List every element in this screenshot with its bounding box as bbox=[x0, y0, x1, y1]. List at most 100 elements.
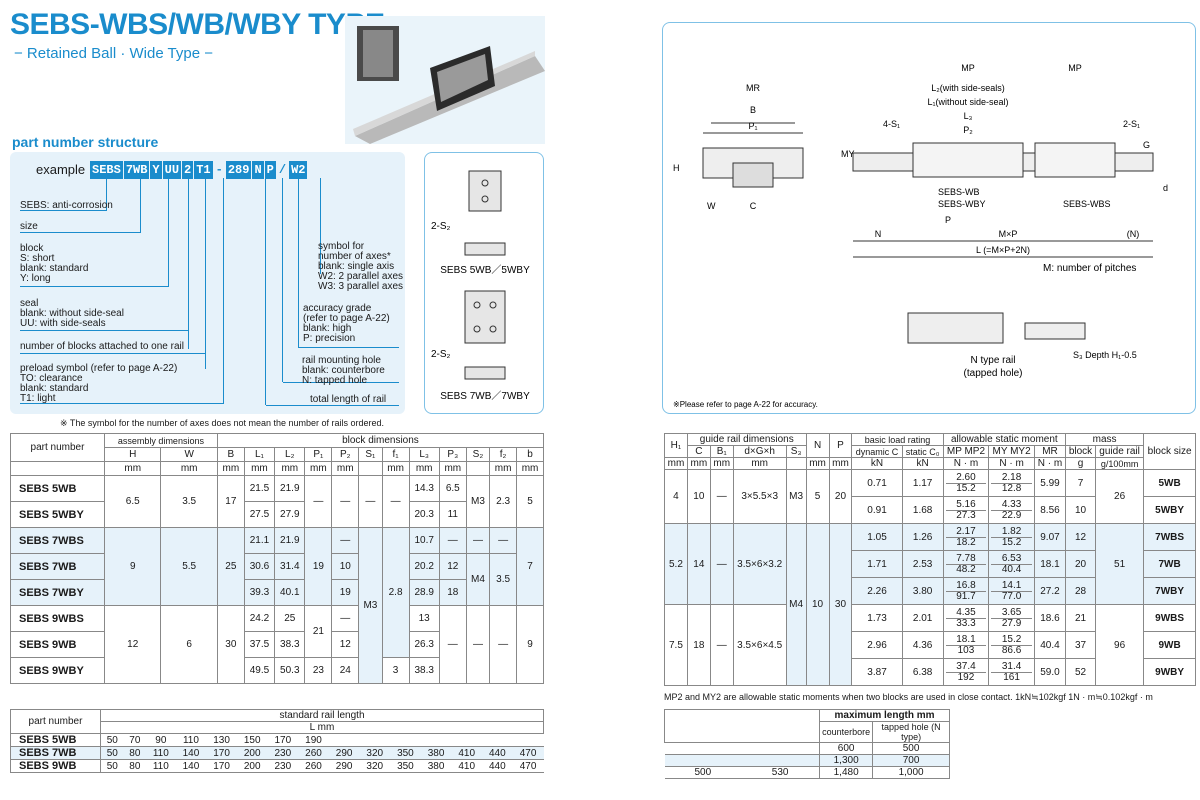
col-load-rating: basic load rating bbox=[851, 433, 944, 446]
cell: 140 bbox=[175, 759, 207, 773]
col-p: P bbox=[828, 433, 853, 458]
cell: 5.99 bbox=[1033, 469, 1067, 497]
cell: 140 bbox=[175, 746, 207, 760]
cell: — bbox=[381, 475, 410, 528]
dim-p1: P₁ bbox=[748, 121, 757, 131]
cell: 230 bbox=[267, 759, 299, 773]
cell: 13 bbox=[408, 605, 440, 632]
accuracy-note: ※Please refer to page A-22 for accuracy. bbox=[673, 400, 818, 409]
mp2-value: 48.2 bbox=[956, 563, 976, 575]
mp-value: 2.17 bbox=[945, 526, 987, 538]
label-seal-uu: UU: with side-seals bbox=[20, 318, 106, 329]
mp-value: 18.1 bbox=[945, 634, 987, 646]
dim-h: H bbox=[673, 163, 680, 173]
cell: 3.5×6×3.2 bbox=[732, 523, 787, 605]
label-sebs-wb: SEBS-WB bbox=[938, 187, 980, 197]
cell: 2.96 bbox=[851, 631, 903, 659]
mp2-value: 18.2 bbox=[956, 536, 976, 548]
unit-cell: mm bbox=[664, 457, 688, 470]
cell: 50.3 bbox=[274, 657, 306, 684]
cell: 470 bbox=[512, 759, 544, 773]
cell: 230 bbox=[267, 746, 299, 760]
label-axes: symbol for bbox=[318, 241, 365, 252]
cell: 27.2 bbox=[1033, 577, 1067, 605]
cell: 49.5 bbox=[243, 657, 276, 684]
cell: 200 bbox=[236, 746, 268, 760]
cell: 40.4 bbox=[1033, 631, 1067, 659]
dim-l1: L₁(without side-seal) bbox=[927, 97, 1008, 107]
cell: 1.17 bbox=[901, 469, 944, 497]
cell: 380 bbox=[420, 759, 452, 773]
cell: 18.6 bbox=[1033, 604, 1067, 632]
col-part-number: part number bbox=[10, 709, 101, 734]
col-mass-block: block bbox=[1065, 445, 1096, 458]
label-block: block bbox=[20, 243, 44, 254]
table-row: SEBS 5WBY bbox=[10, 501, 105, 528]
cell: 8.56 bbox=[1033, 496, 1067, 524]
mp2-value: 33.3 bbox=[956, 617, 976, 629]
code-segment: N bbox=[252, 161, 264, 179]
unit-cell: mm bbox=[805, 457, 830, 470]
col-my: MY MY2 bbox=[988, 445, 1035, 458]
unit-cell: mm bbox=[686, 457, 711, 470]
unit-cell: g bbox=[1065, 457, 1096, 470]
cell: 200 bbox=[236, 759, 268, 773]
dim-n: N bbox=[875, 229, 882, 239]
cell: 37 bbox=[1065, 631, 1096, 659]
col-mass-rail: guide rail bbox=[1094, 445, 1145, 458]
cell: — bbox=[304, 475, 333, 528]
cell: — bbox=[331, 475, 360, 528]
cell: 50 bbox=[100, 746, 124, 760]
cell: 80 bbox=[123, 759, 147, 773]
cell: 39.3 bbox=[243, 579, 276, 606]
dimension-drawing: MR B P₁ C W H MY MP MP L₂(with side-seal… bbox=[673, 63, 1168, 409]
cell: 9 bbox=[516, 605, 544, 684]
dim-b: B bbox=[750, 105, 756, 115]
unit-cell: mm bbox=[103, 461, 162, 476]
block-dimensions-table: part number assembly dimensions block di… bbox=[10, 433, 545, 684]
label-block-s: S: short bbox=[20, 253, 55, 264]
col-b: B bbox=[216, 447, 245, 462]
col-part-number: part number bbox=[10, 433, 105, 462]
my-value: 14.1 bbox=[991, 580, 1032, 592]
dim-my: MY bbox=[841, 149, 855, 159]
col-s2: S₂ bbox=[465, 447, 491, 462]
cell: 20.2 bbox=[408, 553, 440, 580]
label-num-blocks: number of blocks attached to one rail bbox=[20, 341, 184, 352]
cell: — bbox=[489, 527, 518, 554]
my-value: 2.18 bbox=[991, 472, 1032, 484]
block-size-cell: 5WB bbox=[1143, 469, 1196, 497]
label-mount: rail mounting hole bbox=[302, 355, 381, 366]
col-n: N bbox=[805, 433, 830, 458]
dim-p: P bbox=[945, 215, 951, 225]
cell: — bbox=[489, 605, 518, 684]
unit-cell: mm bbox=[828, 457, 853, 470]
cell bbox=[359, 733, 391, 747]
my2-value: 27.9 bbox=[1001, 617, 1022, 629]
cell: 530 bbox=[741, 766, 821, 779]
product-photo bbox=[345, 16, 545, 144]
cell: 37.5 bbox=[243, 631, 276, 658]
max-length-table: maximum length mm counterbore tapped hol… bbox=[663, 709, 950, 779]
dim-mp-1: MP bbox=[961, 63, 975, 73]
cell: 2.53 bbox=[901, 550, 944, 578]
col-f2: f₂ bbox=[489, 447, 518, 462]
label-mount-blank: blank: counterbore bbox=[302, 365, 385, 376]
label-axes-w3: W3: 3 parallel axes bbox=[318, 281, 404, 292]
cell: 21.9 bbox=[274, 527, 306, 554]
code-segment: Y bbox=[150, 161, 162, 179]
cell: 10 bbox=[805, 523, 830, 686]
cell: 21.9 bbox=[274, 475, 306, 502]
my-value: 3.65 bbox=[991, 607, 1032, 619]
